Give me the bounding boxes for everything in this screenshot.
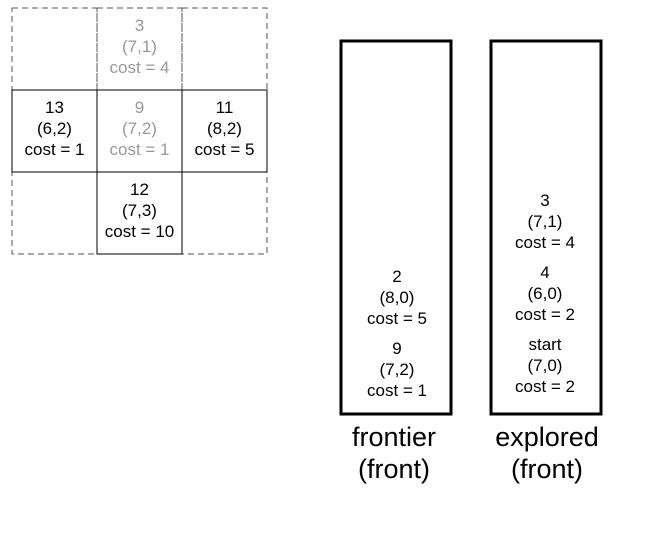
frontier-item-0-line-2: cost = 5 [367,309,427,328]
grid-cell-middle-right [181,89,268,173]
grid-cell-top-left [11,7,98,91]
grid-cell-middle-center-line-0: 9 [135,98,144,117]
explored-item-1-line-0: 4 [540,263,549,282]
frontier-caption-line1: frontier [352,422,436,452]
explored-item-0-line-2: cost = 4 [515,233,575,252]
explored-caption-line1: explored [495,422,599,452]
grid-cell-bottom-right [181,171,268,255]
frontier-item-1-line-2: cost = 1 [367,381,427,400]
grid-cell-middle-left-line-1: (6,2) [37,119,72,138]
explored-item-0-line-0: 3 [540,191,549,210]
grid-cell-top-center-line-2: cost = 4 [109,58,169,77]
explored-item-2-line-2: cost = 2 [515,377,575,396]
grid-cell-middle-left-line-2: cost = 1 [24,140,84,159]
frontier-stack: 2 (8,0) cost = 5 9 (7,2) cost = 1 frontier (f… [339,39,453,484]
grid-cell-bottom-center-line-2: cost = 10 [105,222,174,241]
explored-item-1-line-1: (6,0) [528,284,563,303]
grid-cell-middle-center-line-2: cost = 1 [109,140,169,159]
grid-cell-bottom-center-line-1: (7,3) [122,201,157,220]
explored-item-0-line-1: (7,1) [528,212,563,231]
grid-cell-bottom-center [96,171,183,255]
grid-cell-top-center-line-1: (7,1) [122,37,157,56]
frontier-item-1-line-0: 9 [392,339,401,358]
grid-cell-middle-right-line-2: cost = 5 [194,140,254,159]
frontier-caption-line2: (front) [358,454,430,484]
grid-cell-bottom-left [11,171,98,255]
grid-cell-middle-center-line-1: (7,2) [122,119,157,138]
frontier-item-0-line-0: 2 [392,267,401,286]
explored-item-1-line-2: cost = 2 [515,305,575,324]
frontier-item-1-line-1: (7,2) [380,360,415,379]
explored-box [489,39,603,416]
explored-item-2-line-0: start [528,335,561,354]
grid-cell-middle-right-line-0: 11 [216,98,234,117]
explored-items: 3 (7,1) cost = 4 4 (6,0) cost = 2 start (7,0) co… [515,191,575,396]
explored-caption-line2: (front) [511,454,583,484]
grid-cell-middle-left-line-0: 13 [45,98,64,117]
grid-cell-top-center-line-0: 3 [135,16,144,35]
frontier-items: 2 (8,0) cost = 5 9 (7,2) cost = 1 [367,267,427,400]
grid-cell-bottom-center-line-0: 12 [130,180,149,199]
grid: 3 (7,1) cost = 4 13 (6,2) cost = 1 9 (7,2) cost … [11,7,268,255]
explored-item-2-line-1: (7,0) [528,356,563,375]
grid-cell-middle-right-line-1: (8,2) [207,119,242,138]
explored-stack: 3 (7,1) cost = 4 4 (6,0) cost = 2 start (7,0) co… [489,39,603,484]
grid-cell-top-right [181,7,268,91]
frontier-box [339,39,453,416]
frontier-item-0-line-1: (8,0) [380,288,415,307]
